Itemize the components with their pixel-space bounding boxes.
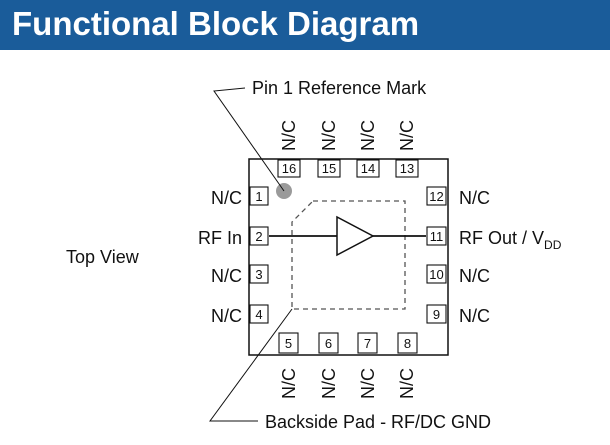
pin-15-pad	[317, 159, 341, 178]
pin-4-number: 4	[255, 307, 262, 322]
amplifier-symbol	[336, 215, 375, 257]
pin-3-label: N/C	[211, 266, 242, 286]
pin-13-pad	[395, 159, 419, 178]
pin-16-number: 16	[282, 161, 296, 176]
pin-12-pad	[426, 186, 447, 206]
rf-out-label-subscript: DD	[544, 238, 562, 252]
pin-10-label: N/C	[459, 266, 490, 286]
pin-7-label: N/C	[358, 368, 378, 399]
pin-8-pad	[397, 332, 418, 354]
pin-4-pad	[249, 304, 269, 324]
pin-6-number: 6	[325, 336, 332, 351]
pin-2-label: RF In	[198, 228, 242, 248]
pin-6-pad	[318, 332, 339, 354]
pin-11-number: 11	[430, 229, 444, 244]
pin-16-label: N/C	[279, 120, 299, 151]
pin-1-pad	[249, 186, 269, 206]
pin-2-pad	[249, 226, 269, 246]
pin-15-label: N/C	[319, 120, 339, 151]
pin-12-label: N/C	[459, 188, 490, 208]
top-view-label: Top View	[66, 247, 140, 267]
pin-15-number: 15	[322, 161, 336, 176]
pin-14-pad	[356, 159, 380, 178]
pin-14-number: 14	[361, 161, 375, 176]
pin-10-pad	[426, 264, 447, 284]
backside-pad-leader-line	[209, 308, 293, 422]
pin-4-label: N/C	[211, 306, 242, 326]
pin-10-number: 10	[429, 267, 443, 282]
backside-pad	[291, 200, 406, 310]
pin-5-label: N/C	[279, 368, 299, 399]
pin-3-number: 3	[255, 267, 262, 282]
pin-6-label: N/C	[319, 368, 339, 399]
rf-out-label: RF Out / VDD	[459, 228, 562, 252]
pin-16-pad	[277, 159, 301, 178]
pin-1-number: 1	[255, 189, 262, 204]
title-bar: Functional Block Diagram	[0, 0, 610, 50]
pin-9-pad	[426, 304, 447, 324]
backside-pad-label: Backside Pad - RF/DC GND	[265, 412, 491, 432]
pin-11-pad	[426, 226, 447, 246]
pin-13-number: 13	[400, 161, 414, 176]
diagram-title: Functional Block Diagram	[12, 5, 420, 42]
pin-8-label: N/C	[397, 368, 417, 399]
rf-out-label-main: RF Out / V	[459, 228, 544, 248]
pin-14-label: N/C	[358, 120, 378, 151]
pin-12-number: 12	[429, 189, 443, 204]
pin-9-label: N/C	[459, 306, 490, 326]
pin-3-pad	[249, 264, 269, 284]
pin1-reference-label: Pin 1 Reference Mark	[252, 78, 427, 98]
pin-5-number: 5	[285, 336, 292, 351]
pin-2-number: 2	[255, 229, 262, 244]
pin-7-pad	[357, 332, 378, 354]
pin-5-pad	[278, 332, 299, 354]
pin1-leader-line	[213, 87, 285, 192]
pin-9-number: 9	[433, 307, 440, 322]
pin-13-label: N/C	[397, 120, 417, 151]
pin-1-label: N/C	[211, 188, 242, 208]
pin-8-number: 8	[404, 336, 411, 351]
pin-7-number: 7	[364, 336, 371, 351]
